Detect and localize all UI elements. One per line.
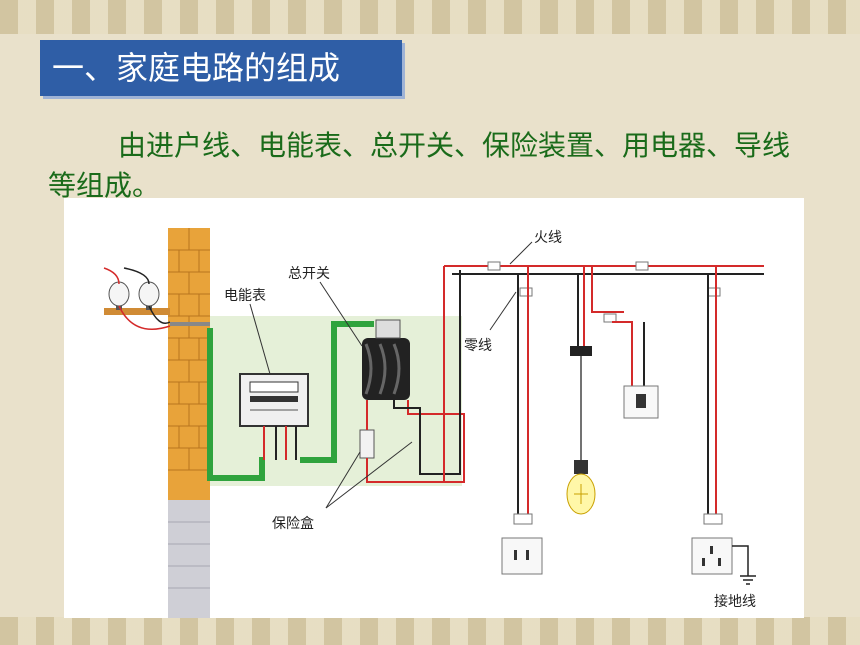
label-neutral-wire: 零线 (464, 338, 492, 354)
circuit-diagram-svg: 电能表 总开关 火线 零线 保险盒 接地线 (103, 228, 764, 618)
incoming-cable (207, 328, 265, 481)
label-main-switch: 总开关 (288, 266, 330, 282)
label-ground-wire: 接地线 (714, 593, 756, 610)
lamp-branch (566, 266, 596, 515)
wall-socket (501, 537, 543, 575)
label-pointers (249, 241, 533, 509)
fuse-box (359, 270, 465, 483)
electricity-meter (239, 373, 309, 460)
slide-title: 一、家庭电路的组成 (40, 40, 402, 96)
label-fuse-box: 保险盒 (272, 515, 314, 532)
socket-branch (501, 266, 543, 575)
brick-wall (168, 228, 210, 618)
ground-symbol (740, 575, 756, 585)
slide-description: 由进户线、电能表、总开关、保险装置、用电器、导线等组成。 (48, 129, 791, 202)
label-live-wire: 火线 (534, 230, 562, 246)
grounded-socket-branch (691, 266, 756, 585)
insulator-bracket (103, 267, 210, 330)
label-meter: 电能表 (224, 288, 266, 304)
three-pin-socket (691, 537, 733, 575)
decorative-top-border (0, 0, 860, 34)
main-switch (362, 319, 410, 400)
decorative-bottom-border (0, 617, 860, 645)
circuit-diagram: 电能表 总开关 火线 零线 保险盒 接地线 (64, 198, 804, 618)
switch-branch (591, 266, 659, 419)
